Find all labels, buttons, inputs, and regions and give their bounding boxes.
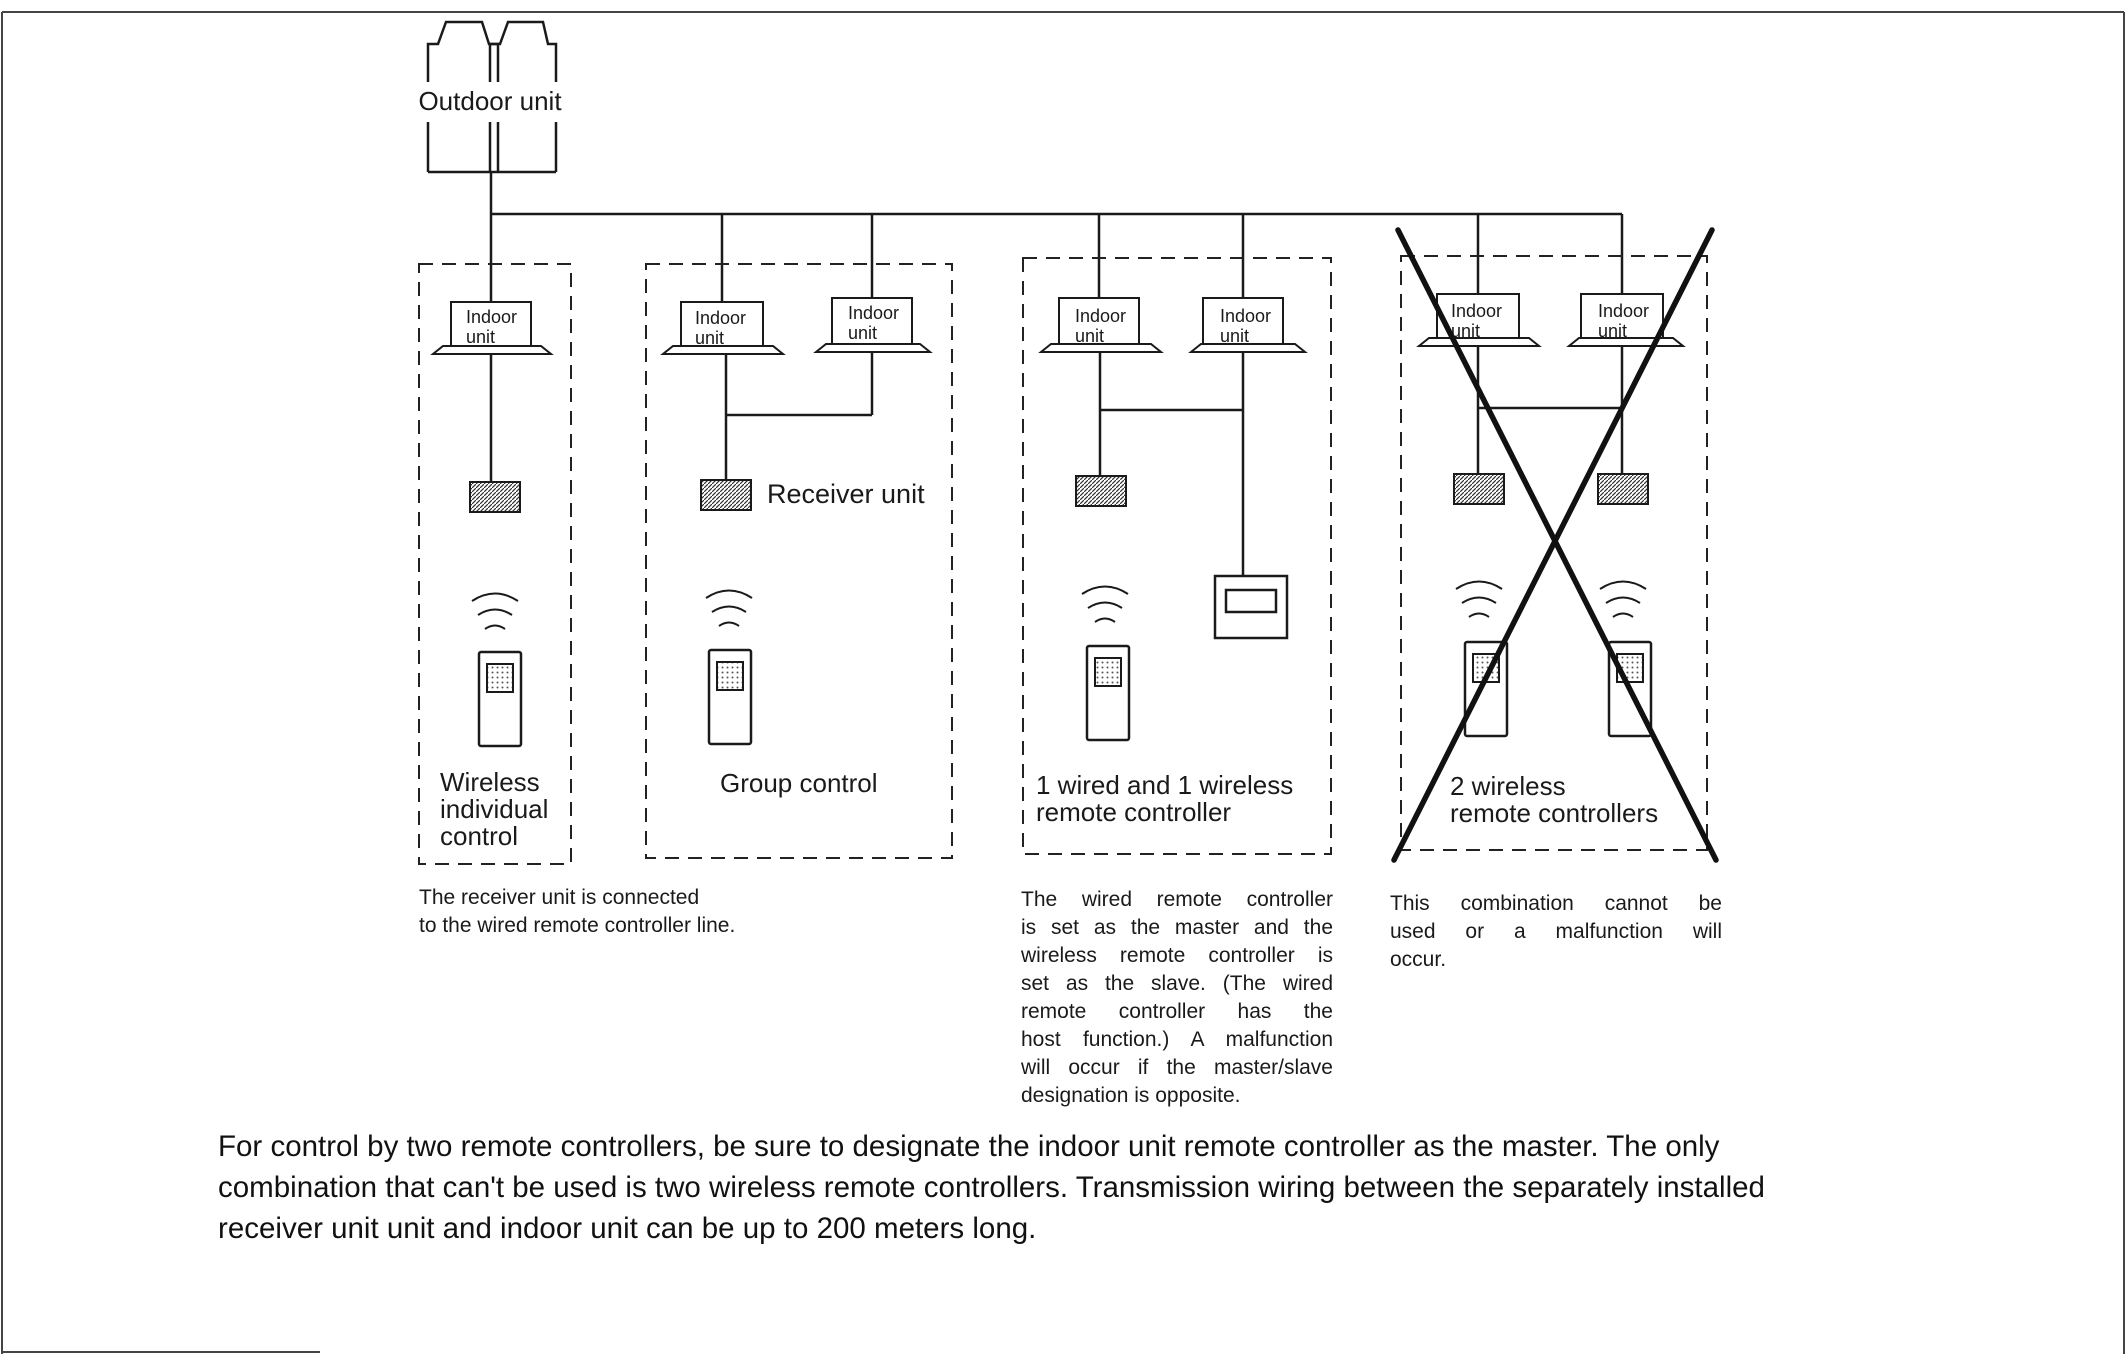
indoor-unit: Indoor unit bbox=[660, 301, 786, 355]
receiver-unit bbox=[1597, 473, 1649, 505]
wireless-remote-controller bbox=[1463, 640, 1509, 738]
wireless-remote-controller bbox=[1085, 644, 1131, 742]
indoor-unit: Indoor unit bbox=[1566, 293, 1686, 347]
cross-out-mark bbox=[1391, 227, 1719, 863]
panel-wired-and-wireless: Indoor unit Indoor unit 1 wired an bbox=[1022, 257, 1332, 855]
panel-two-wireless: Indoor unit Indoor unit bbox=[1391, 227, 1719, 863]
indoor-unit: Indoor unit bbox=[1188, 297, 1308, 353]
wireless-remote-controller bbox=[707, 648, 753, 746]
panel-border bbox=[1022, 257, 1332, 855]
wired-remote-controller bbox=[1213, 574, 1289, 640]
indoor-unit-label: unit bbox=[695, 328, 724, 348]
note-line: to the wired remote controller line. bbox=[419, 914, 736, 937]
master-slave-note: The wired remote controller is set as th… bbox=[1021, 886, 1333, 1110]
note-line: This combination cannot be bbox=[1390, 892, 1722, 915]
outdoor-unit-label: Outdoor unit bbox=[418, 86, 562, 116]
note-line: designation is opposite. bbox=[1021, 1084, 1241, 1107]
invalid-combination-note: This combination cannot be used or a mal… bbox=[1390, 890, 1722, 974]
wireless-signal-icon bbox=[1599, 580, 1647, 618]
explanation-paragraph: For control by two remote controllers, b… bbox=[218, 1126, 1918, 1249]
note-line: The receiver unit is connected bbox=[419, 886, 700, 909]
receiver-unit bbox=[1453, 473, 1505, 505]
panel-title: Wireless bbox=[440, 767, 540, 797]
indoor-unit-label: Indoor bbox=[848, 303, 899, 323]
indoor-unit-label: unit bbox=[1075, 326, 1104, 346]
note-line: set as the slave. (The wired bbox=[1021, 972, 1333, 995]
wireless-signal-icon bbox=[705, 589, 753, 627]
panel-title: 2 wireless bbox=[1450, 771, 1566, 801]
receiver-unit bbox=[469, 481, 521, 513]
note-line: remote controller has the bbox=[1021, 1000, 1333, 1023]
note-line: wireless remote controller is bbox=[1021, 944, 1333, 967]
indoor-unit-label: unit bbox=[466, 327, 495, 347]
panel-title: control bbox=[440, 821, 518, 851]
indoor-unit-label: unit bbox=[848, 323, 877, 343]
panel-title: remote controller bbox=[1036, 797, 1231, 827]
panel-border bbox=[1400, 255, 1708, 851]
indoor-unit: Indoor unit bbox=[1416, 293, 1542, 347]
outdoor-unit bbox=[418, 20, 568, 174]
note-line: occur. bbox=[1390, 948, 1447, 971]
note-line: The wired remote controller bbox=[1021, 888, 1333, 911]
panel-wireless-individual: Indoor unit Wireless individual control bbox=[418, 263, 572, 865]
receiver-unit bbox=[1075, 475, 1127, 507]
main-wiring bbox=[489, 172, 1624, 312]
indoor-unit-label: unit bbox=[1451, 321, 1480, 341]
panel-title: 1 wired and 1 wireless bbox=[1036, 770, 1293, 800]
paragraph-line: combination that can't be used is two wi… bbox=[218, 1171, 1765, 1204]
note-line: host function.) A malfunction bbox=[1021, 1028, 1333, 1051]
receiver-unit-note: The receiver unit is connected to the wi… bbox=[419, 884, 735, 940]
panel-title: individual bbox=[440, 794, 548, 824]
indoor-unit: Indoor unit bbox=[1038, 297, 1164, 353]
note-line: will occur if the master/slave bbox=[1021, 1056, 1333, 1079]
paragraph-line: receiver unit unit and indoor unit can b… bbox=[218, 1212, 1037, 1245]
note-line: used or a malfunction will bbox=[1390, 920, 1722, 943]
indoor-unit-label: unit bbox=[1220, 326, 1249, 346]
indoor-unit-label: Indoor bbox=[1220, 306, 1271, 326]
wireless-signal-icon bbox=[1081, 585, 1129, 623]
indoor-unit: Indoor unit bbox=[430, 301, 554, 355]
panel-border bbox=[645, 263, 953, 859]
wireless-remote-controller bbox=[477, 650, 523, 748]
indoor-unit-label: Indoor bbox=[695, 308, 746, 328]
indoor-unit-label: Indoor bbox=[1598, 301, 1649, 321]
indoor-unit-label: Indoor bbox=[466, 307, 517, 327]
panel-border bbox=[418, 263, 572, 865]
indoor-unit: Indoor unit bbox=[813, 297, 933, 353]
panel-title: remote controllers bbox=[1450, 798, 1658, 828]
panel-title: Group control bbox=[720, 768, 878, 798]
receiver-unit-label: Receiver unit bbox=[767, 479, 925, 509]
indoor-unit-label: unit bbox=[1598, 321, 1627, 341]
indoor-unit-label: Indoor bbox=[1451, 301, 1502, 321]
receiver-unit bbox=[700, 479, 752, 511]
panel-group-control: Indoor unit Indoor unit Receiver unit Gr… bbox=[645, 263, 953, 859]
note-line: is set as the master and the bbox=[1021, 916, 1333, 939]
indoor-unit-label: Indoor bbox=[1075, 306, 1126, 326]
wireless-signal-icon bbox=[1455, 580, 1503, 618]
paragraph-line: For control by two remote controllers, b… bbox=[218, 1130, 1720, 1163]
wireless-signal-icon bbox=[471, 592, 519, 630]
